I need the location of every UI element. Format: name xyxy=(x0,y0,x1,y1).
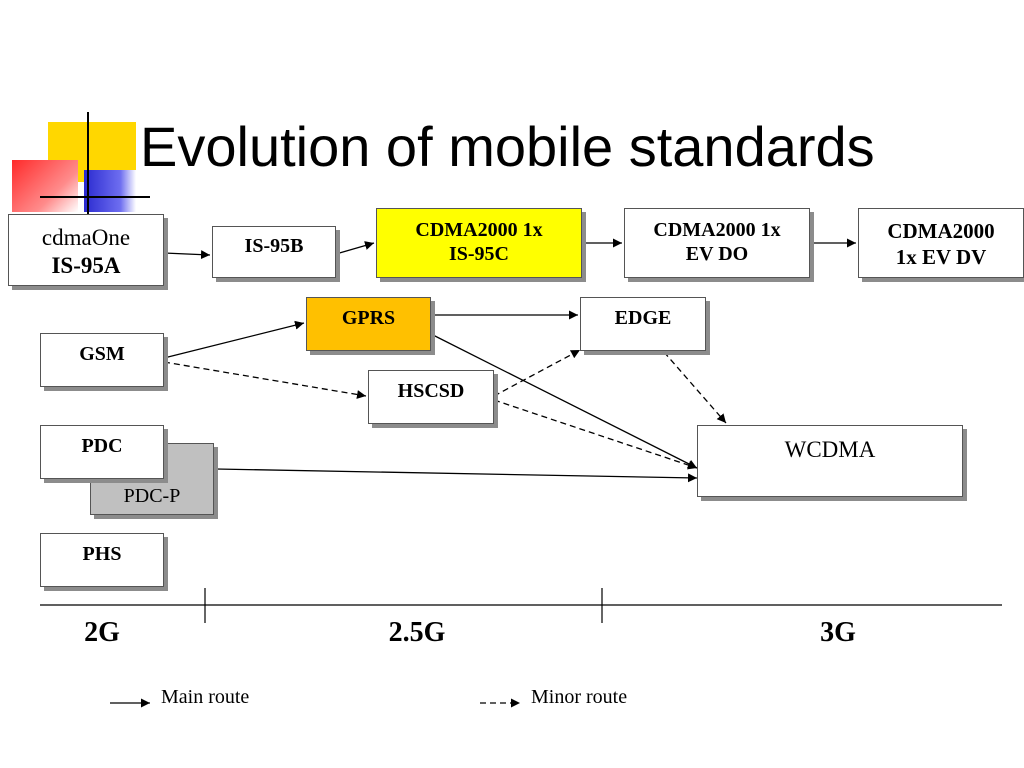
legend-minor-label: Minor route xyxy=(531,686,628,708)
deco-red-square xyxy=(12,160,78,212)
node-gsm-line1: GSM xyxy=(79,343,125,365)
deco-blue-square xyxy=(84,170,136,212)
page-title: Evolution of mobile standards xyxy=(140,115,875,178)
arrow-edge-wcdma xyxy=(663,351,727,424)
node-hscsd-line1: HSCSD xyxy=(397,380,465,402)
node-wcdma: WCDMA xyxy=(697,425,963,497)
node-pdc: PDC xyxy=(40,425,164,479)
node-cdma2000-1x: CDMA2000 1x IS-95C xyxy=(376,208,582,278)
node-phs: PHS xyxy=(40,533,164,587)
tier-25g-label: 2.5G xyxy=(388,617,446,648)
node-cdma2000-evdv-line1: CDMA2000 xyxy=(887,219,995,243)
node-cdmaone: cdmaOne IS-95A xyxy=(8,214,164,286)
node-cdma2000-evdo: CDMA2000 1x EV DO xyxy=(624,208,810,278)
node-edge: EDGE xyxy=(580,297,706,351)
node-gprs: GPRS xyxy=(306,297,431,351)
node-cdma2000-evdo-line1: CDMA2000 1x xyxy=(653,219,781,241)
tier-3g-label: 3G xyxy=(820,617,856,648)
node-cdmaone-line2: IS-95A xyxy=(51,253,121,278)
node-cdma2000-evdv-line2: 1x EV DV xyxy=(895,245,987,269)
tier-2g-label: 2G xyxy=(84,617,120,648)
node-gprs-line1: GPRS xyxy=(341,307,396,329)
node-wcdma-line1: WCDMA xyxy=(784,437,876,462)
node-pdc-line1: PDC xyxy=(81,435,123,457)
node-phs-line1: PHS xyxy=(82,543,122,565)
deco-horizontal-line xyxy=(40,196,150,198)
node-hscsd: HSCSD xyxy=(368,370,494,424)
node-is95b-line1: IS-95B xyxy=(244,235,304,257)
node-is95b: IS-95B xyxy=(212,226,336,278)
arrow-hscsd-wcdma xyxy=(493,399,698,470)
node-gsm: GSM xyxy=(40,333,164,387)
deco-vertical-line xyxy=(87,112,89,216)
arrow-pdcp-wcdma xyxy=(215,468,698,483)
node-cdmaone-line1: cdmaOne xyxy=(41,225,131,250)
legend-main-label: Main route xyxy=(161,686,250,708)
arrow-gsm-gprs xyxy=(163,320,305,359)
node-cdma2000-evdv: CDMA2000 1x EV DV xyxy=(858,208,1024,278)
node-cdma2000-1x-line2: IS-95C xyxy=(448,243,509,265)
arrow-cdmaone-is95b xyxy=(163,250,211,260)
arrow-is95b-cdma2000 xyxy=(335,241,375,255)
arrow-hscsd-edge xyxy=(493,349,581,397)
node-cdma2000-evdo-line2: EV DO xyxy=(685,243,749,265)
node-cdma2000-1x-line1: CDMA2000 1x xyxy=(415,219,543,241)
arrow-gprs-wcdma xyxy=(430,333,698,469)
arrow-gsm-hscsd xyxy=(163,361,367,399)
node-edge-line1: EDGE xyxy=(614,307,672,329)
node-pdcp-line1: PDC-P xyxy=(123,485,181,507)
